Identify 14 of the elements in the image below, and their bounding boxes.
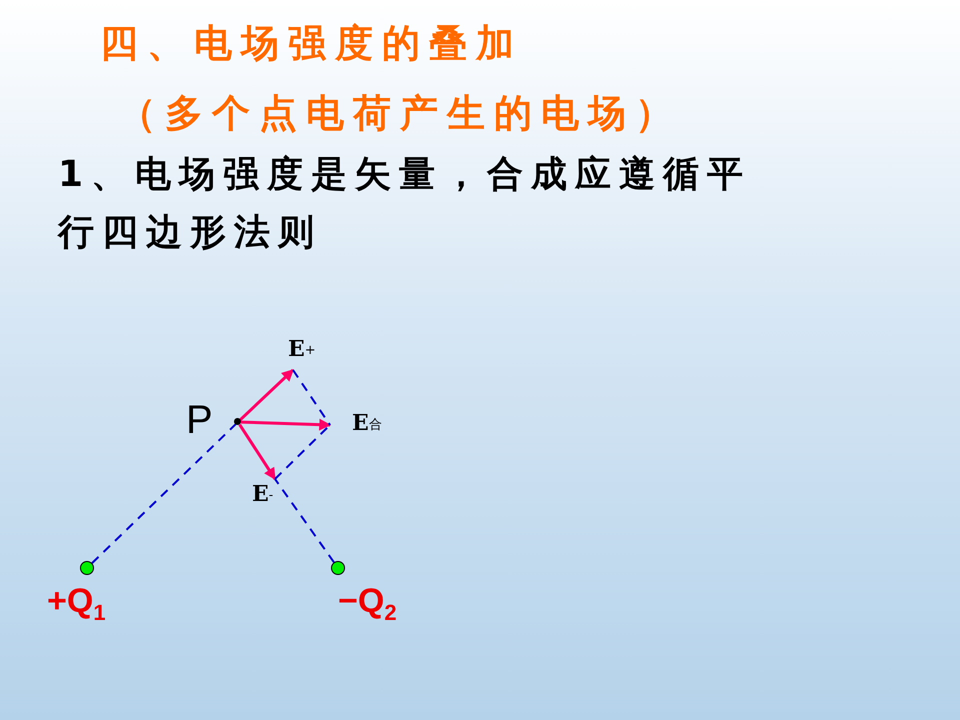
body-text: 1、电场强度是矢量，合成应遵循平行四边形法则 [58,153,752,255]
vector-arrow [239,368,294,422]
charge-dot [331,561,345,575]
vector-arrow [240,418,332,431]
dashed-line [292,369,331,426]
dashed-line [274,478,335,563]
subtitle: （多个点电荷产生的电场） [118,90,682,137]
vector-arrow [238,424,276,480]
charge-dot [80,561,94,575]
slide-title: 四、电场强度的叠加 [100,20,523,67]
charge-label: +Q$_{1}$ [47,582,106,626]
charge-label: −Q$_{2}$ [338,582,397,626]
dashed-line [91,423,237,564]
point-label: P [186,398,213,443]
